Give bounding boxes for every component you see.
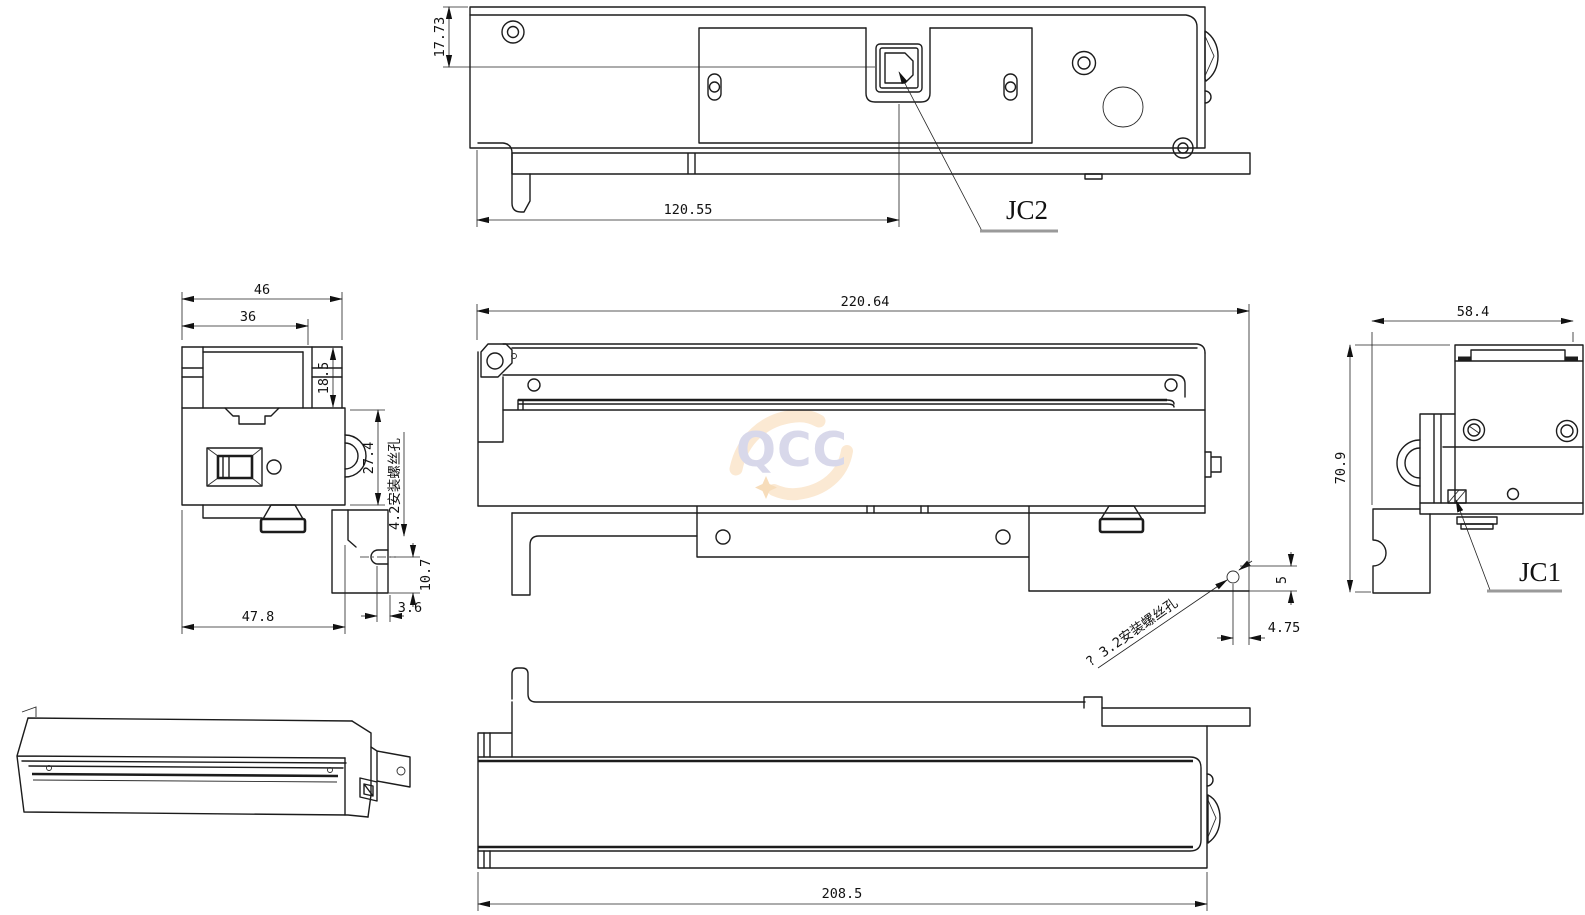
note-screw-4-2: 4.2安装螺丝孔 <box>387 438 403 530</box>
watermark-swoosh-bottom <box>768 445 853 501</box>
top-view: 17.73 120.55 JC2 <box>432 6 1251 233</box>
dim-top-edge-height: 17.73 <box>432 17 448 58</box>
watermark-swoosh-top <box>729 409 826 476</box>
dim-body-height: 27.4 <box>361 442 377 475</box>
rocker-switch-front <box>206 447 263 487</box>
dim-top-height: 18.5 <box>316 362 332 395</box>
dim-slot-depth: 10.7 <box>418 559 434 592</box>
dim-right-height: 70.9 <box>1333 452 1349 485</box>
mounting-hole-3-2 <box>1226 570 1240 584</box>
watermark-text: QCC <box>736 423 848 478</box>
left-side-view: 46 36 18.5 27.4 4.2安装螺丝孔 10.7 3.6 47.8 <box>181 282 434 634</box>
note-screw-3-2: ? 3.2安装螺丝孔 <box>1083 595 1181 670</box>
isometric-view <box>16 706 411 818</box>
dim-right-width: 58.4 <box>1457 304 1490 320</box>
right-side-view: 58.4 70.9 JC1 <box>1333 304 1584 594</box>
rocker-switch-bottom <box>1207 794 1221 844</box>
dim-total-length: 208.5 <box>822 886 863 902</box>
dim-slot-offset: 3.6 <box>398 600 422 616</box>
dim-hole-offset-x: 4.75 <box>1268 620 1301 636</box>
dim-total-width: 220.64 <box>841 294 890 310</box>
dim-hole-offset-y: 5 <box>1274 576 1290 584</box>
dim-inner-width: 36 <box>240 309 256 325</box>
dim-connector-x: 120.55 <box>664 202 713 218</box>
dim-outer-width: 46 <box>254 282 270 298</box>
label-jc2: JC2 <box>1006 195 1048 225</box>
watermark: QCC <box>729 409 853 501</box>
dim-base-width: 47.8 <box>242 609 275 625</box>
watermark-star-icon <box>755 476 777 499</box>
rocker-switch-top <box>1204 30 1219 82</box>
front-view: ? 3.2安装螺丝孔 220.64 5 4.75 <box>476 294 1301 670</box>
usb-connector-jc2 <box>884 52 914 84</box>
label-jc1: JC1 <box>1519 557 1561 587</box>
bottom-view: 208.5 <box>477 667 1251 911</box>
